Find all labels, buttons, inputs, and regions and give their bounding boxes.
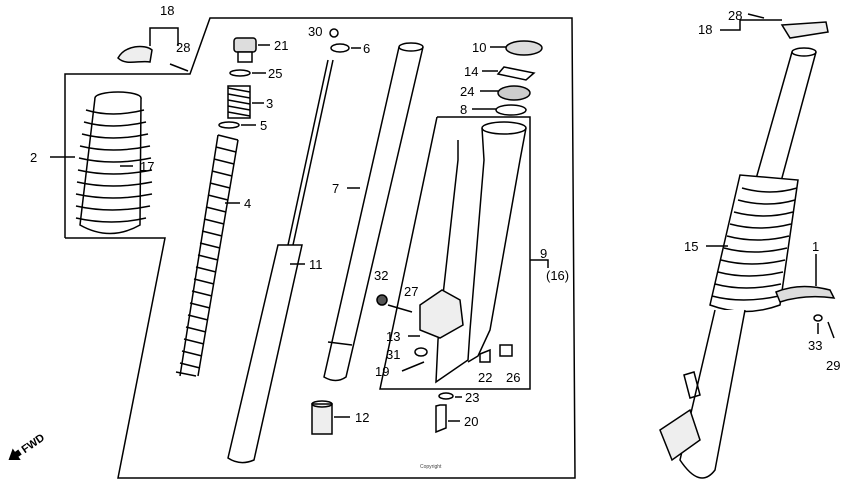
label-8: 8 xyxy=(460,102,467,117)
callout-labels: 18 28 2 17 21 25 3 5 4 30 6 7 11 12 10 1… xyxy=(30,3,840,429)
leader-9 xyxy=(530,259,549,268)
fork-spring-4 xyxy=(175,134,239,377)
bolt-26 xyxy=(499,344,513,357)
fork-slider-9 xyxy=(419,121,527,384)
oring-25 xyxy=(229,69,251,77)
oring-6 xyxy=(330,43,350,53)
label-3: 3 xyxy=(266,96,273,111)
label-9: 9 xyxy=(540,246,547,261)
label-2: 2 xyxy=(30,150,37,165)
bolt-30 xyxy=(329,28,339,38)
dust-boot-17 xyxy=(75,91,153,235)
leader-18-left xyxy=(149,27,179,46)
label-14: 14 xyxy=(464,64,478,79)
label-10: 10 xyxy=(472,40,486,55)
leader-18-right xyxy=(720,19,782,31)
bolt-20 xyxy=(435,404,447,434)
label-24: 24 xyxy=(460,84,474,99)
bolt-19 xyxy=(401,361,425,372)
fwd-label: FWD xyxy=(20,432,47,456)
boundary-frame xyxy=(64,17,576,479)
label-21: 21 xyxy=(274,38,288,53)
bolt-27 xyxy=(387,304,413,313)
dust-seal-10 xyxy=(505,40,543,56)
label-4: 4 xyxy=(244,196,251,211)
clip-14 xyxy=(496,66,536,81)
label-23: 23 xyxy=(465,390,479,405)
label-18-right: 18 xyxy=(698,22,712,37)
oil-seal-24 xyxy=(497,85,531,101)
label-31: 31 xyxy=(386,347,400,362)
label-30: 30 xyxy=(308,24,322,39)
label-19: 19 xyxy=(375,364,389,379)
label-18-left: 18 xyxy=(160,3,174,18)
washer-23 xyxy=(438,392,454,400)
label-12: 12 xyxy=(355,410,369,425)
damper-rod-11 xyxy=(227,59,334,464)
label-7: 7 xyxy=(332,181,339,196)
bolt-28-left xyxy=(169,63,189,72)
label-13: 13 xyxy=(386,329,400,344)
label-28-right: 28 xyxy=(728,8,742,23)
label-6: 6 xyxy=(363,41,370,56)
fwd-arrow: FWD xyxy=(8,432,47,461)
spacer-3 xyxy=(227,85,251,119)
washer-32 xyxy=(376,294,388,306)
label-28-left: 28 xyxy=(176,40,190,55)
label-9-sub: (16) xyxy=(546,268,569,283)
fork-tube-7 xyxy=(323,42,424,382)
bracket-18-left xyxy=(117,45,153,64)
label-27: 27 xyxy=(404,284,418,299)
subassembly-frame xyxy=(379,116,531,390)
label-17: 17 xyxy=(140,159,154,174)
slider-12 xyxy=(311,400,333,435)
label-33: 33 xyxy=(808,338,822,353)
label-26: 26 xyxy=(506,370,520,385)
fork-cap-21 xyxy=(233,37,257,63)
label-11: 11 xyxy=(309,257,323,272)
label-29: 29 xyxy=(826,358,840,373)
label-25: 25 xyxy=(268,66,282,81)
washer-5 xyxy=(218,121,240,129)
washer-22 xyxy=(479,348,491,363)
copyright-text: Copyright xyxy=(420,464,442,470)
label-32: 32 xyxy=(374,268,388,283)
assembled-fork xyxy=(659,13,836,479)
label-15: 15 xyxy=(684,239,698,254)
label-5: 5 xyxy=(260,118,267,133)
label-1: 1 xyxy=(812,239,819,254)
washer-8 xyxy=(495,104,527,116)
washer-31 xyxy=(414,347,428,357)
label-22: 22 xyxy=(478,370,492,385)
label-20: 20 xyxy=(464,414,478,429)
